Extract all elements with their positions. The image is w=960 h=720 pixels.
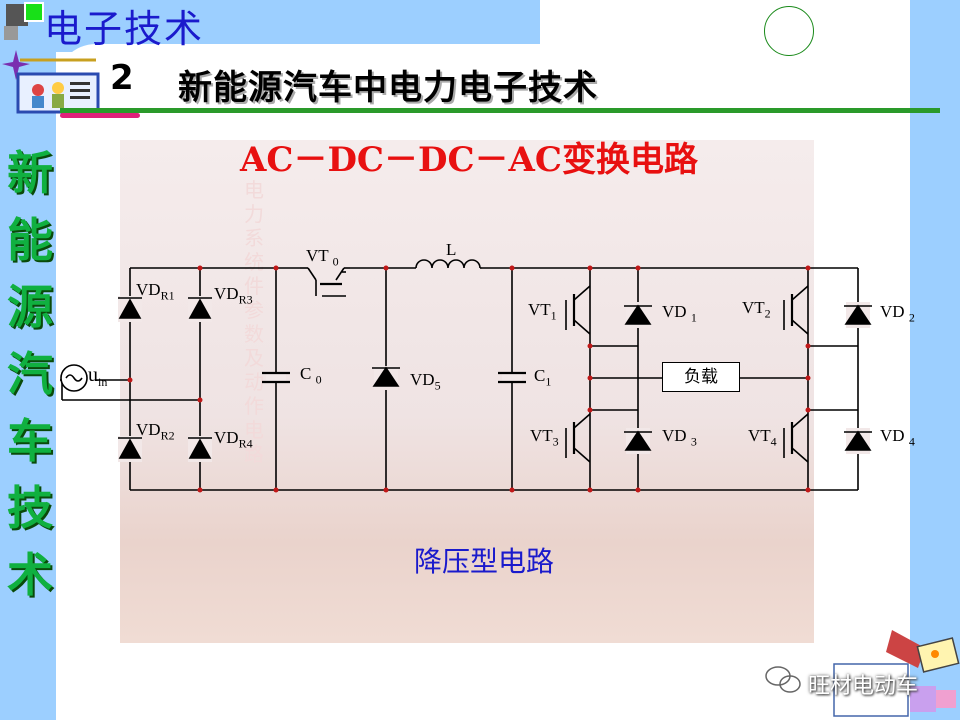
junction-dots	[127, 265, 811, 493]
top-decor-bar	[0, 0, 540, 52]
diode-vdr4	[188, 437, 212, 459]
watermark-text: 旺材电动车	[808, 674, 919, 699]
sidebar-char: 术	[7, 548, 53, 602]
sparkle-icon	[2, 50, 30, 80]
sidebar-char: 能	[7, 213, 53, 267]
label-vdr3: VDR3	[214, 284, 253, 307]
diode-vd3	[624, 430, 652, 451]
right-decor-bar	[910, 0, 960, 720]
igbt-vt1	[565, 285, 591, 335]
faded-vertical-text: 电力系统件参数及动作电路	[244, 178, 264, 466]
bottom-right-deco-icon	[833, 630, 960, 717]
label-vt0: VT 0	[306, 246, 339, 269]
wechat-icon	[765, 666, 801, 693]
title-rule-accent	[60, 113, 140, 118]
deco-square-green	[24, 2, 44, 22]
diode-vd4	[844, 430, 872, 451]
label-vt1: VT1	[528, 300, 557, 323]
igbt-vt4	[783, 413, 809, 463]
deco-squares	[6, 4, 28, 26]
circle-icon	[764, 6, 814, 56]
label-vt2: VT2	[742, 298, 771, 321]
label-vt4: VT4	[748, 426, 777, 449]
label-vd4: VD 4	[880, 426, 915, 449]
sidebar-vertical-title: 新 能 源 汽 车 技 术	[0, 140, 60, 609]
diode-vdr2	[118, 437, 142, 459]
label-vd5: VD5	[410, 370, 441, 393]
sidebar-char: 汽	[7, 347, 53, 401]
left-decor-bar	[0, 0, 56, 720]
label-vdr2: VDR2	[136, 420, 175, 443]
diode-vdr3	[188, 297, 212, 319]
label-vd2: VD 2	[880, 302, 915, 325]
diode-vd5	[372, 366, 400, 387]
slide-title: 新能源汽车中电力电子技术	[178, 68, 598, 108]
label-c0: C 0	[300, 364, 322, 387]
label-vt3: VT3	[530, 426, 559, 449]
load-label: 负载	[662, 362, 740, 392]
label-vd3: VD 3	[662, 426, 697, 449]
presentation-icon	[16, 58, 100, 114]
label-vdr1: VDR1	[136, 280, 175, 303]
slide-number: 2	[110, 58, 134, 98]
igbt-vt2	[783, 285, 809, 335]
sidebar-char: 车	[7, 414, 53, 468]
diode-vdr1	[118, 297, 142, 319]
label-l: L	[446, 240, 457, 259]
top-curve	[56, 44, 540, 84]
header-title: 电子技术	[44, 7, 205, 51]
circuit-caption: 降压型电路	[414, 545, 555, 578]
title-rule	[60, 108, 940, 113]
label-vdr4: VDR4	[214, 428, 253, 451]
igbt-vt3	[565, 413, 591, 463]
label-vd1: VD 1	[662, 302, 697, 325]
circuit-title: AC－DC－DC－AC变换电路	[240, 140, 698, 180]
sidebar-char: 新	[7, 146, 53, 200]
diode-vd1	[624, 304, 652, 325]
label-uin: uin	[88, 364, 108, 389]
deco-square-grey	[4, 26, 18, 40]
diode-vd2	[844, 304, 872, 325]
sidebar-char: 源	[7, 280, 53, 334]
label-c1: C1	[534, 366, 552, 389]
sidebar-char: 技	[7, 481, 53, 535]
